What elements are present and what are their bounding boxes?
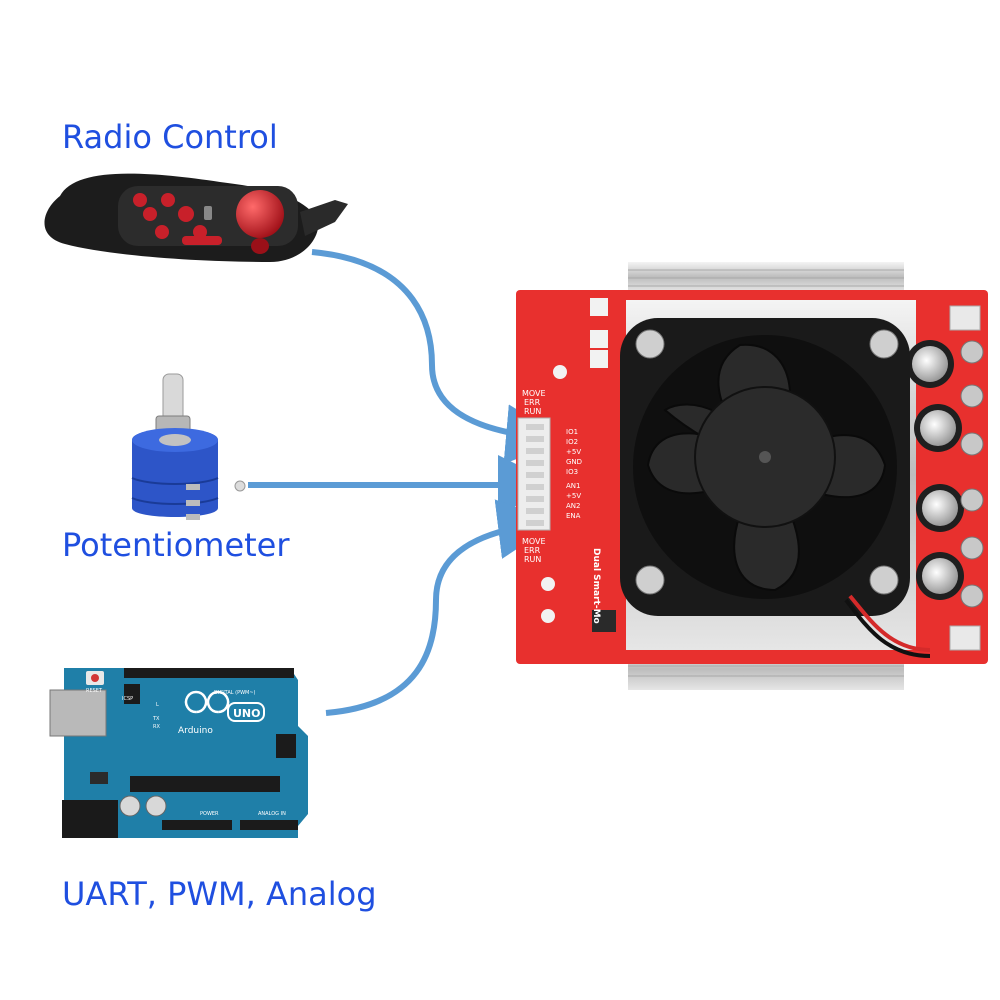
- capacitors: [906, 340, 964, 600]
- arrow-radio-to-board: [311, 249, 566, 465]
- pin-label: +5V: [566, 448, 581, 456]
- arduino-model: UNO: [233, 707, 261, 720]
- label-potentiometer: Potentiometer: [62, 526, 290, 564]
- arduino-digital-header: DIGITAL (PWM~): [214, 690, 256, 696]
- pin-label: AN1: [566, 482, 580, 490]
- remote-controller: [44, 173, 348, 262]
- board-status-err-2: ERR: [524, 546, 541, 555]
- dual-motor-controller-board: [516, 262, 988, 690]
- arduino-brand: Arduino: [178, 726, 213, 736]
- arduino-reset: RESET: [86, 688, 103, 694]
- cooling-fan-icon: [620, 318, 931, 658]
- pin-label: IO1: [566, 428, 578, 436]
- label-uart-pwm-analog: UART, PWM, Analog: [62, 875, 377, 913]
- arduino-uno-board: [49, 668, 308, 838]
- arduino-tx: TX: [152, 716, 160, 722]
- potentiometer: [131, 373, 246, 520]
- board-brand: Dual Smart-Mo: [591, 548, 601, 624]
- board-status-move-2: MOVE: [522, 537, 546, 546]
- pin-label: GND: [566, 458, 582, 466]
- pin-label: IO2: [566, 438, 578, 446]
- pin-label: ENA: [566, 512, 581, 520]
- pin-label: +5V: [566, 492, 581, 500]
- board-pin-labels: IO1 IO2 +5V GND IO3 AN1 +5V AN2 ENA: [566, 428, 582, 520]
- arrow-arduino-to-board: [325, 499, 558, 716]
- board-status-run-2: RUN: [524, 555, 541, 564]
- board-status-run: RUN: [524, 407, 541, 416]
- arduino-l: L: [156, 702, 159, 708]
- board-status-err: ERR: [524, 398, 541, 407]
- board-status-move: MOVE: [522, 389, 546, 398]
- arduino-rx: RX: [153, 724, 160, 730]
- arduino-analog-header: ANALOG IN: [258, 811, 286, 817]
- pin-label: AN2: [566, 502, 580, 510]
- label-radio-control: Radio Control: [62, 118, 278, 156]
- arduino-icsp: ICSP: [122, 696, 133, 702]
- screw-terminals: [960, 340, 984, 608]
- pin-label: IO3: [566, 468, 578, 476]
- arduino-power-header: POWER: [200, 811, 219, 817]
